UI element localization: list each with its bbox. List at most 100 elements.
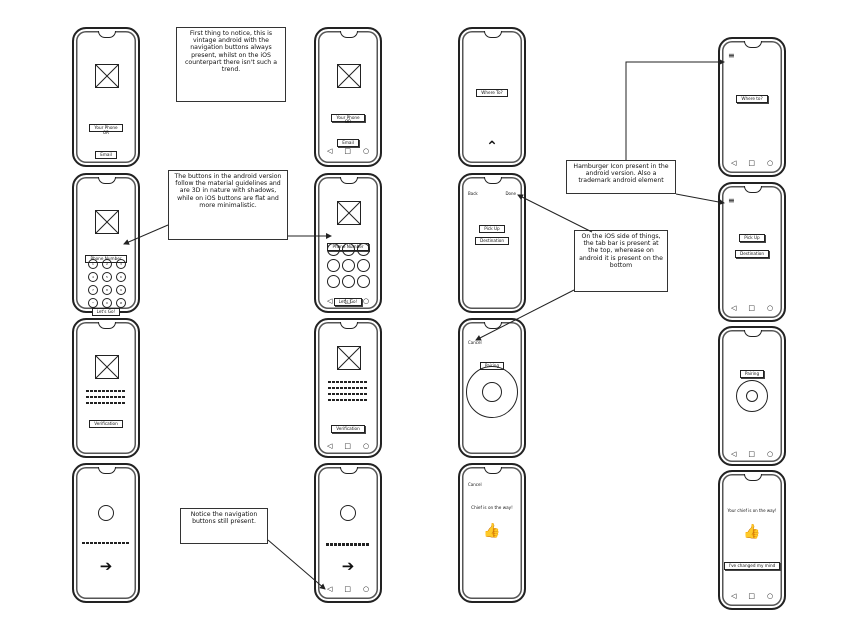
where-to-button[interactable]: Where to? xyxy=(736,95,768,103)
android-nav-bar: ◁ □ ○ xyxy=(316,147,380,155)
nav-home-icon[interactable]: □ xyxy=(748,450,755,458)
keypad-key[interactable]: 1 xyxy=(88,259,98,269)
nav-recent-icon[interactable]: ○ xyxy=(362,297,370,305)
nav-recent-icon[interactable]: ○ xyxy=(362,585,370,593)
your-phone-button[interactable]: Your Phone xyxy=(89,124,123,132)
image-placeholder-icon xyxy=(95,64,119,88)
android-nav-bar: ◁ □ ○ xyxy=(720,450,784,458)
scribble-text xyxy=(328,387,368,389)
nav-home-icon[interactable]: □ xyxy=(748,592,755,600)
nav-back-icon[interactable]: ◁ xyxy=(730,592,737,600)
keypad-key[interactable] xyxy=(342,259,355,272)
keypad-key[interactable] xyxy=(342,275,355,288)
phone-notch xyxy=(484,322,502,329)
pairing-button[interactable]: Pairing xyxy=(739,370,765,378)
chevron-up-icon[interactable]: ⌃ xyxy=(486,139,498,155)
keypad-key[interactable]: # xyxy=(116,298,126,308)
ios-phone-waiting: ➔ xyxy=(72,463,140,603)
nav-home-icon[interactable]: □ xyxy=(344,147,351,155)
nav-back-icon[interactable]: ◁ xyxy=(326,147,333,155)
inner-pairing-circle-icon xyxy=(482,382,502,402)
lets-go-button[interactable]: Let's Go! xyxy=(91,308,121,316)
phone-notch xyxy=(744,474,762,481)
nav-back-icon[interactable]: ◁ xyxy=(326,442,333,450)
nav-back-icon[interactable]: ◁ xyxy=(326,585,333,593)
changed-mind-button[interactable]: I've changed my mind xyxy=(723,562,781,570)
keypad: 1 2 3 4 5 6 7 8 9 * 0 # xyxy=(88,259,126,308)
nav-back-icon[interactable]: ◁ xyxy=(326,297,333,305)
nav-home-icon[interactable]: □ xyxy=(344,297,351,305)
arrow-right-icon[interactable]: ➔ xyxy=(341,557,355,575)
connector-hamburger-bottom xyxy=(675,193,725,206)
nav-recent-icon[interactable]: ○ xyxy=(766,592,774,600)
nav-home-icon[interactable]: □ xyxy=(748,159,755,167)
nav-home-icon[interactable]: □ xyxy=(344,585,351,593)
android-phone-verification: Verification ◁ □ ○ xyxy=(314,318,382,458)
back-link[interactable]: Back xyxy=(468,191,478,196)
keypad-key[interactable] xyxy=(357,243,370,256)
nav-recent-icon[interactable]: ○ xyxy=(362,442,370,450)
ios-phone-route: Back Done Pick Up Destination xyxy=(458,173,526,313)
keypad-key[interactable] xyxy=(357,259,370,272)
verification-button[interactable]: Verification xyxy=(331,425,365,433)
nav-back-icon[interactable]: ◁ xyxy=(730,450,737,458)
keypad-key[interactable] xyxy=(327,275,340,288)
email-button[interactable]: Email xyxy=(337,139,359,147)
keypad-key[interactable] xyxy=(357,275,370,288)
destination-button[interactable]: Destination xyxy=(734,250,770,258)
scribble-text xyxy=(328,393,368,395)
hamburger-menu-icon[interactable]: ≡ xyxy=(728,196,735,205)
your-phone-button[interactable]: Your Phone xyxy=(331,114,365,122)
nav-home-icon[interactable]: □ xyxy=(344,442,351,450)
ios-phone-number: Phone Number 1 2 3 4 5 6 7 8 9 * 0 # Let… xyxy=(72,173,140,316)
scribble-text xyxy=(82,542,130,544)
cancel-link[interactable]: Cancel xyxy=(468,340,482,345)
hamburger-menu-icon[interactable]: ≡ xyxy=(728,51,735,60)
destination-button[interactable]: Destination xyxy=(474,237,510,245)
android-nav-bar: ◁ □ ○ xyxy=(316,585,380,593)
or-label: OR xyxy=(102,130,110,135)
phone-notch xyxy=(98,177,116,184)
email-button[interactable]: Email xyxy=(95,151,117,159)
pick-up-button[interactable]: Pick Up xyxy=(739,234,765,242)
lets-go-button[interactable]: Let's Go! xyxy=(333,298,363,306)
keypad-key[interactable]: 5 xyxy=(102,272,112,282)
keypad-key[interactable]: 7 xyxy=(88,285,98,295)
ios-phone-verification: Verification xyxy=(72,318,140,458)
ios-phone-login: Your Phone OR Email xyxy=(72,27,140,167)
keypad-key[interactable]: * xyxy=(88,298,98,308)
keypad-key[interactable]: 2 xyxy=(102,259,112,269)
image-placeholder-icon xyxy=(337,201,361,225)
nav-home-icon[interactable]: □ xyxy=(748,304,755,312)
note-nav-still-present: Notice the navigation buttons still pres… xyxy=(180,508,268,544)
done-link[interactable]: Done xyxy=(505,191,516,196)
arrow-right-icon[interactable]: ➔ xyxy=(99,557,113,575)
nav-recent-icon[interactable]: ○ xyxy=(766,450,774,458)
keypad-key[interactable]: 4 xyxy=(88,272,98,282)
scribble-text xyxy=(86,396,126,398)
nav-back-icon[interactable]: ◁ xyxy=(730,159,737,167)
keypad-key[interactable] xyxy=(327,243,340,256)
keypad-key[interactable]: 8 xyxy=(102,285,112,295)
keypad-key[interactable]: 3 xyxy=(116,259,126,269)
keypad-key[interactable] xyxy=(327,259,340,272)
cancel-link[interactable]: Cancel xyxy=(468,482,482,487)
verification-button[interactable]: Verification xyxy=(89,420,123,428)
thumbs-up-icon: 👍 xyxy=(743,524,761,540)
inner-pairing-circle-icon xyxy=(746,390,758,402)
android-phone-pairing: Pairing ◁ □ ○ xyxy=(718,326,786,466)
phone-notch xyxy=(98,31,116,38)
android-phone-login: Your Phone OR Email ◁□○ xyxy=(314,27,382,167)
nav-recent-icon[interactable]: ○ xyxy=(766,304,774,312)
nav-back-icon[interactable]: ◁ xyxy=(730,304,737,312)
keypad-key[interactable]: 6 xyxy=(116,272,126,282)
where-to-button[interactable]: Where To? xyxy=(476,89,508,97)
pick-up-button[interactable]: Pick Up xyxy=(479,225,505,233)
note-nav-buttons: First thing to notice, this is vintage a… xyxy=(176,27,286,102)
nav-recent-icon[interactable]: ○ xyxy=(766,159,774,167)
keypad-key[interactable]: 9 xyxy=(116,285,126,295)
keypad-key[interactable]: 0 xyxy=(102,298,112,308)
keypad-key[interactable] xyxy=(342,243,355,256)
phone-notch xyxy=(340,467,358,474)
nav-recent-icon[interactable]: ○ xyxy=(362,147,370,155)
